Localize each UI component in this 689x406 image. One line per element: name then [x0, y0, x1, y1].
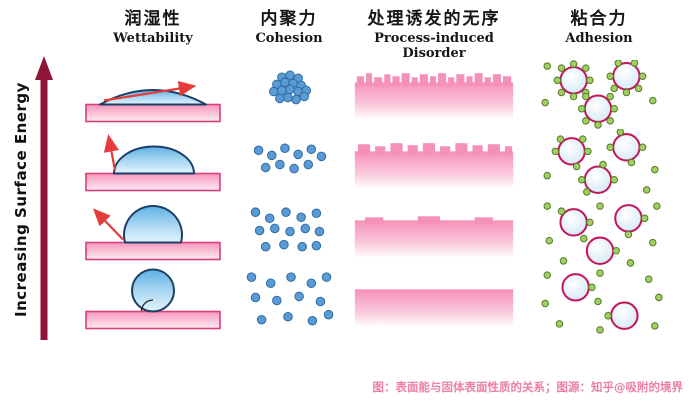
- adhesion-row-3: [530, 198, 668, 267]
- comparison-grid: 润湿性 Wettability: [78, 4, 668, 336]
- adhesion-row-1: [530, 60, 668, 129]
- cohesion-loose-cluster: [253, 143, 327, 174]
- column-header-wettability: 润湿性 Wettability: [78, 4, 228, 60]
- adhesion-title-en: Adhesion: [565, 31, 633, 46]
- surface-roughness: [365, 216, 493, 225]
- adhesive-dots: [541, 60, 657, 129]
- wettability-title-cn: 润湿性: [124, 9, 182, 29]
- dome-droplet: [113, 145, 195, 175]
- column-adhesion: 粘合力 Adhesion: [530, 4, 668, 336]
- cohesion-title-en: Cohesion: [255, 31, 323, 46]
- substrate-surface: [354, 289, 514, 327]
- cohesion-dense-cluster: [269, 70, 312, 105]
- cohesion-spread: [250, 207, 325, 252]
- cohesion-row-1: [240, 60, 338, 129]
- wettability-row-4: [78, 267, 228, 336]
- adhesive-dots: [543, 202, 661, 267]
- cohesion-row-4: [240, 267, 338, 336]
- wettability-row-1: [78, 60, 228, 129]
- disorder-smooth-surface: [354, 289, 514, 327]
- substrate-surface: [85, 241, 221, 261]
- wettability-illustration-low: [85, 268, 221, 330]
- adhesion-minimal: [541, 269, 663, 334]
- substrate-surface: [354, 82, 514, 120]
- molecule-dots: [253, 143, 327, 174]
- disorder-row-1: [350, 60, 518, 129]
- adhesion-weak: [543, 202, 661, 267]
- sphere-droplet: [131, 268, 175, 313]
- substrate-surface: [85, 172, 221, 192]
- wettability-illustration-medium-high: [85, 134, 221, 192]
- substrate-surface: [354, 220, 514, 258]
- wettability-illustration-high: [85, 80, 221, 123]
- disorder-title-cn: 处理诱发的无序: [367, 9, 501, 29]
- substrate-surface: [354, 151, 514, 189]
- adhesive-dots: [541, 269, 663, 334]
- disorder-medium-roughness: [354, 143, 514, 189]
- wettability-row-2: [78, 129, 228, 198]
- wettability-title-en: Wettability: [113, 31, 193, 46]
- disorder-slight-roughness: [354, 216, 514, 258]
- particles: [557, 133, 641, 194]
- cohesion-widely-spread: [246, 272, 334, 326]
- substrate-surface: [85, 310, 221, 330]
- cohesion-row-3: [240, 198, 338, 267]
- tangent-arrow: [92, 208, 124, 241]
- disorder-title-en: Process-induced Disorder: [374, 31, 494, 61]
- contact-angle-arc: [140, 299, 154, 312]
- molecule-dots: [269, 70, 312, 105]
- molecule-dots: [246, 272, 334, 326]
- adhesive-dots: [543, 129, 659, 196]
- adhesion-row-2: [530, 129, 668, 198]
- adhesion-strong: [541, 60, 657, 129]
- adhesion-medium-strong: [543, 129, 659, 196]
- surface-roughness: [356, 73, 512, 87]
- adhesion-title-cn: 粘合力: [570, 9, 628, 29]
- disorder-row-4: [350, 267, 518, 336]
- cohesion-row-2: [240, 129, 338, 198]
- disorder-row-3: [350, 198, 518, 267]
- surface-roughness: [357, 143, 513, 156]
- substrate-surface: [85, 103, 221, 123]
- particles: [561, 273, 639, 330]
- axis-label: Increasing Surface Energy: [12, 82, 30, 318]
- column-header-adhesion: 粘合力 Adhesion: [530, 4, 668, 60]
- tangent-arrow: [103, 80, 197, 102]
- wettability-row-3: [78, 198, 228, 267]
- wettability-illustration-medium-low: [85, 204, 221, 261]
- column-header-disorder: 处理诱发的无序 Process-induced Disorder: [350, 4, 518, 60]
- column-header-cohesion: 内聚力 Cohesion: [240, 4, 338, 60]
- column-wettability: 润湿性 Wettability: [78, 4, 228, 336]
- adhesion-row-4: [530, 267, 668, 336]
- surface-energy-axis: Increasing Surface Energy: [12, 56, 55, 344]
- figure-caption: 图：表面能与固体表面性质的关系；图源：知乎@吸附的境界: [372, 380, 684, 394]
- ball-droplet: [123, 204, 183, 244]
- disorder-heavy-roughness: [354, 73, 514, 120]
- disorder-row-2: [350, 129, 518, 198]
- tangent-arrow: [103, 134, 120, 171]
- cohesion-title-cn: 内聚力: [260, 9, 318, 29]
- column-cohesion: 内聚力 Cohesion: [240, 4, 338, 336]
- up-arrow-icon: [35, 56, 53, 340]
- molecule-dots: [250, 207, 325, 252]
- column-disorder: 处理诱发的无序 Process-induced Disorder: [350, 4, 518, 336]
